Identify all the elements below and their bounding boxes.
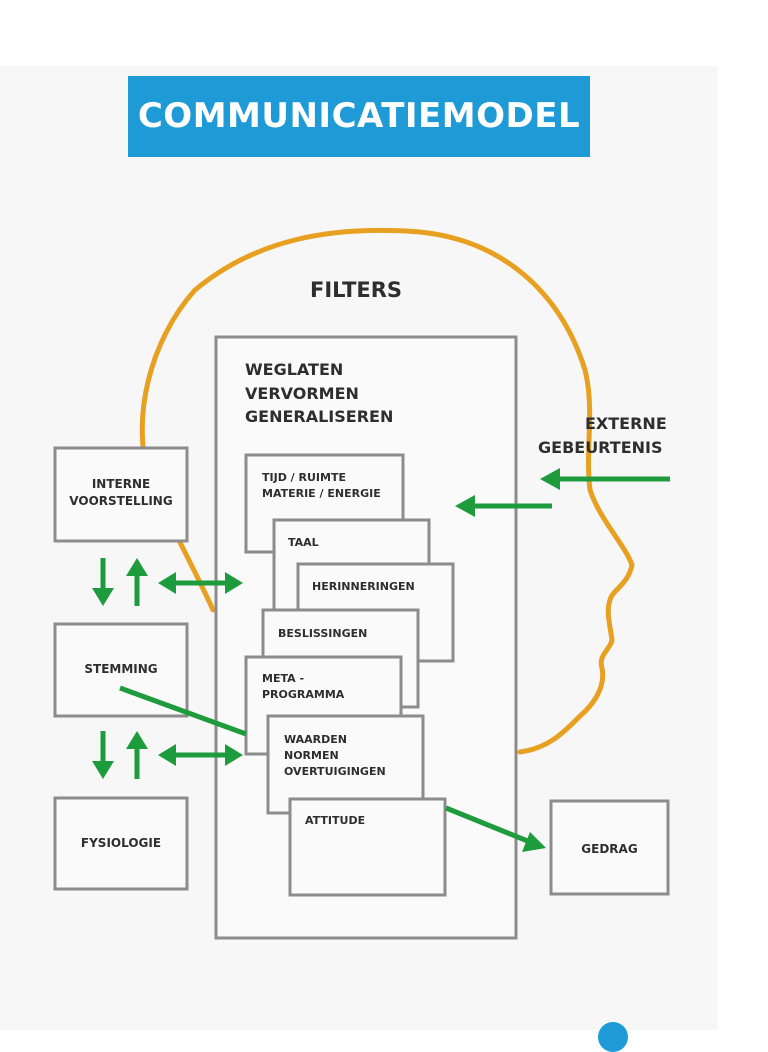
- title-bar: COMMUNICATIEMODEL: [128, 76, 590, 157]
- card-waarden-line2: NORMEN: [284, 749, 339, 762]
- fysiologie-label: FYSIOLOGIE: [80, 836, 162, 850]
- head-outline: [139, 227, 635, 755]
- card-meta-line1: META -: [262, 672, 305, 685]
- box-stemming: [53, 622, 189, 718]
- arrow-down-lower-head: [92, 761, 114, 779]
- arrow-external-inner-head: [455, 495, 475, 517]
- arrow-double-lower-left-head: [158, 744, 176, 766]
- corner-blue-dot: [598, 1022, 628, 1052]
- filters-heading: FILTERS: [310, 278, 403, 302]
- box-interne-voorstelling: [53, 446, 189, 543]
- card-tijd-line1: TIJD / RUIMTE: [262, 471, 346, 484]
- card-waarden: [266, 714, 425, 815]
- box-gedrag: [549, 799, 670, 896]
- card-meta-line2: PROGRAMMA: [262, 688, 345, 701]
- card-herinneringen-label: HERINNERINGEN: [312, 580, 415, 593]
- arrow-double-lower-right-head: [225, 744, 243, 766]
- diagram-title: COMMUNICATIEMODEL: [137, 96, 581, 136]
- arrow-up-upper-head: [126, 558, 148, 576]
- arrow-down-upper-head: [92, 588, 114, 606]
- arrow-attitude-to-gedrag-head: [522, 832, 546, 852]
- external-label-line2: GEBEURTENIS: [538, 438, 663, 457]
- box-fysiologie: [53, 796, 189, 891]
- external-label-line1: EXTERNE: [585, 414, 667, 433]
- card-taal-label: TAAL: [288, 536, 319, 549]
- process-generaliseren: GENERALISEREN: [245, 407, 394, 426]
- arrow-double-upper-right-head: [225, 572, 243, 594]
- stemming-label: STEMMING: [84, 662, 158, 676]
- card-attitude: [288, 797, 447, 897]
- diagram-canvas: [53, 227, 670, 940]
- arrow-external-top-head: [540, 468, 560, 490]
- gedrag-label: GEDRAG: [581, 842, 638, 856]
- arrow-double-upper-left-head: [158, 572, 176, 594]
- card-waarden-line3: OVERTUIGINGEN: [284, 765, 386, 778]
- process-weglaten: WEGLATEN: [245, 360, 344, 379]
- arrow-up-lower-head: [126, 731, 148, 749]
- line-stemming-to-filters: [119, 685, 247, 737]
- card-waarden-line1: WAARDEN: [284, 733, 347, 746]
- arrow-attitude-to-gedrag: [445, 805, 531, 845]
- card-attitude-label: ATTITUDE: [305, 814, 366, 827]
- card-tijd-line2: MATERIE / ENERGIE: [262, 487, 381, 500]
- process-vervormen: VERVORMEN: [245, 384, 359, 403]
- card-beslissingen-label: BESLISSINGEN: [278, 627, 368, 640]
- interne-label-line1: INTERNE: [91, 477, 151, 491]
- interne-label-line2: VOORSTELLING: [69, 494, 173, 508]
